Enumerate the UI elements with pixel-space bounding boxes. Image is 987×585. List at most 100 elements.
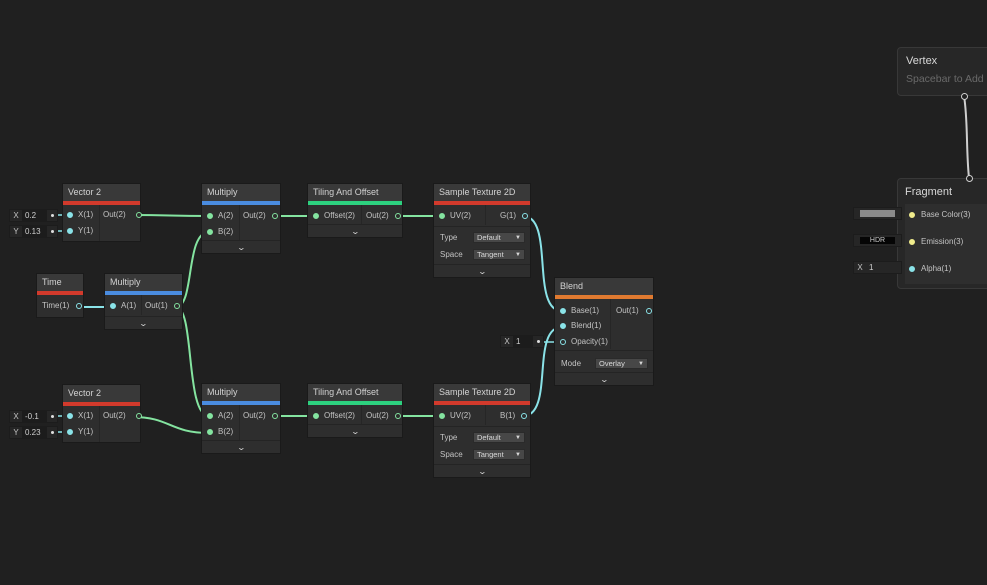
expand-chevron-icon[interactable]: ⌄ (202, 240, 280, 253)
vector2-node-top[interactable]: Vector 2 X(1) Y(1) Out(2) (62, 183, 142, 242)
dropdown-value: Default (477, 433, 501, 442)
wire (132, 416, 210, 434)
port-opacity-in[interactable] (560, 338, 566, 345)
y-label: Y (13, 428, 19, 437)
port-label: Alpha(1) (921, 264, 952, 273)
x-value[interactable]: -0.1 (22, 411, 47, 422)
expand-chevron-icon[interactable]: ⌄ (308, 424, 402, 437)
port-offset-in[interactable] (313, 212, 319, 219)
space-dropdown[interactable]: Tangent▼ (473, 449, 525, 460)
fragment-context[interactable]: Fragment Base Color(3) Emission(3) Alpha… (897, 178, 987, 289)
port-b-in[interactable] (207, 228, 213, 235)
port-x-in[interactable] (67, 211, 73, 218)
y-value[interactable]: 0.13 (22, 226, 47, 237)
multiply-node-time[interactable]: Multiply A(1) Out(1) ⌄ (104, 273, 183, 330)
alpha-field[interactable]: X 1 (853, 261, 902, 274)
hdr-color-swatch[interactable]: HDR (860, 237, 895, 244)
port-emission-in[interactable] (909, 238, 915, 245)
emission-field[interactable]: HDR (853, 234, 902, 247)
vector2-top-x-field[interactable]: X 0.2 (9, 209, 58, 222)
node-title: Sample Texture 2D (434, 384, 530, 401)
port-label: X(1) (78, 210, 94, 219)
expand-chevron-icon[interactable]: ⌄ (555, 372, 653, 385)
port-base-color-in[interactable] (909, 211, 915, 218)
port-uv-in[interactable] (439, 212, 445, 219)
y-value[interactable]: 0.23 (22, 427, 47, 438)
expand-chevron-icon[interactable]: ⌄ (105, 316, 182, 329)
node-title: Tiling And Offset (308, 384, 402, 401)
base-color-field[interactable] (853, 207, 902, 220)
port-b-in[interactable] (207, 428, 213, 435)
mode-dropdown[interactable]: Overlay▼ (595, 358, 648, 369)
type-dropdown[interactable]: Default▼ (473, 232, 525, 243)
port-label: B(2) (218, 227, 234, 236)
port-out[interactable] (135, 211, 142, 218)
port-out[interactable] (173, 302, 180, 309)
tiling-offset-node-bottom[interactable]: Tiling And Offset Offset(2) Out(2) ⌄ (307, 383, 403, 438)
vertex-port[interactable] (961, 93, 968, 100)
port-label: B(1) (500, 411, 516, 420)
node-title: Vector 2 (63, 184, 140, 201)
port-out[interactable] (521, 412, 528, 419)
context-title: Fragment (905, 186, 953, 198)
color-swatch[interactable] (860, 210, 895, 217)
node-title: Vector 2 (63, 385, 140, 402)
port-out[interactable] (394, 212, 401, 219)
x-value[interactable]: 0.2 (22, 210, 47, 221)
vector2-top-y-field[interactable]: Y 0.13 (9, 225, 58, 238)
port-offset-in[interactable] (313, 412, 319, 419)
port-out[interactable] (135, 412, 142, 419)
type-dropdown[interactable]: Default▼ (473, 432, 525, 443)
port-out[interactable] (76, 302, 83, 309)
node-title: Sample Texture 2D (434, 184, 530, 201)
dropdown-arrow-icon: ▼ (638, 360, 644, 367)
port-label: Out(2) (366, 411, 389, 420)
dropdown-arrow-icon: ▼ (515, 451, 521, 458)
expand-chevron-icon[interactable]: ⌄ (202, 440, 280, 453)
port-y-in[interactable] (67, 428, 73, 435)
blend-opacity-field[interactable]: X 1 (500, 335, 544, 348)
vector2-bottom-y-field[interactable]: Y 0.23 (9, 426, 58, 439)
port-out[interactable] (271, 212, 278, 219)
space-dropdown[interactable]: Tangent▼ (473, 249, 525, 260)
x-value[interactable]: 1 (513, 336, 533, 347)
port-label: Offset(2) (324, 211, 355, 220)
expand-chevron-icon[interactable]: ⌄ (308, 224, 402, 237)
x-value[interactable]: 1 (866, 262, 901, 273)
vector2-node-bottom[interactable]: Vector 2 X(1) Y(1) Out(2) (62, 384, 142, 443)
expand-chevron-icon[interactable]: ⌄ (434, 264, 530, 277)
sample-texture-node-bottom[interactable]: Sample Texture 2D UV(2) B(1) Type Defaul… (433, 383, 531, 478)
port-out[interactable] (522, 212, 528, 219)
time-node[interactable]: Time Time(1) (36, 273, 84, 318)
type-label: Type (440, 233, 458, 242)
port-label: Opacity(1) (571, 337, 608, 346)
port-a-in[interactable] (110, 302, 116, 309)
dropdown-value: Default (477, 233, 501, 242)
port-blend-in[interactable] (560, 322, 566, 329)
vector2-bottom-x-field[interactable]: X -0.1 (9, 410, 58, 423)
sample-texture-node-top[interactable]: Sample Texture 2D UV(2) G(1) Type Defaul… (433, 183, 531, 278)
port-base-in[interactable] (560, 307, 566, 314)
tiling-offset-node-top[interactable]: Tiling And Offset Offset(2) Out(2) ⌄ (307, 183, 403, 238)
add-block-placeholder[interactable]: Spacebar to Add (906, 73, 984, 85)
port-alpha-in[interactable] (909, 265, 915, 272)
port-out[interactable] (394, 412, 401, 419)
port-out[interactable] (645, 307, 652, 314)
multiply-node-top[interactable]: Multiply A(2) B(2) Out(2) ⌄ (201, 183, 281, 254)
fragment-port[interactable] (966, 175, 973, 182)
port-uv-in[interactable] (439, 412, 445, 419)
multiply-node-bottom[interactable]: Multiply A(2) B(2) Out(2) ⌄ (201, 383, 281, 454)
port-label: G(1) (500, 211, 516, 220)
port-a-in[interactable] (207, 212, 213, 219)
port-out[interactable] (271, 412, 278, 419)
x-label: X (504, 337, 510, 346)
port-label: X(1) (78, 411, 94, 420)
port-x-in[interactable] (67, 412, 73, 419)
expand-chevron-icon[interactable]: ⌄ (434, 464, 530, 477)
port-a-in[interactable] (207, 412, 213, 419)
port-y-in[interactable] (67, 227, 73, 234)
dropdown-value: Tangent (477, 250, 504, 259)
node-title: Multiply (202, 184, 280, 201)
blend-node[interactable]: Blend Base(1) Blend(1) Opacity(1) Out(1)… (554, 277, 654, 386)
vertex-context[interactable]: Vertex Spacebar to Add (897, 47, 987, 96)
